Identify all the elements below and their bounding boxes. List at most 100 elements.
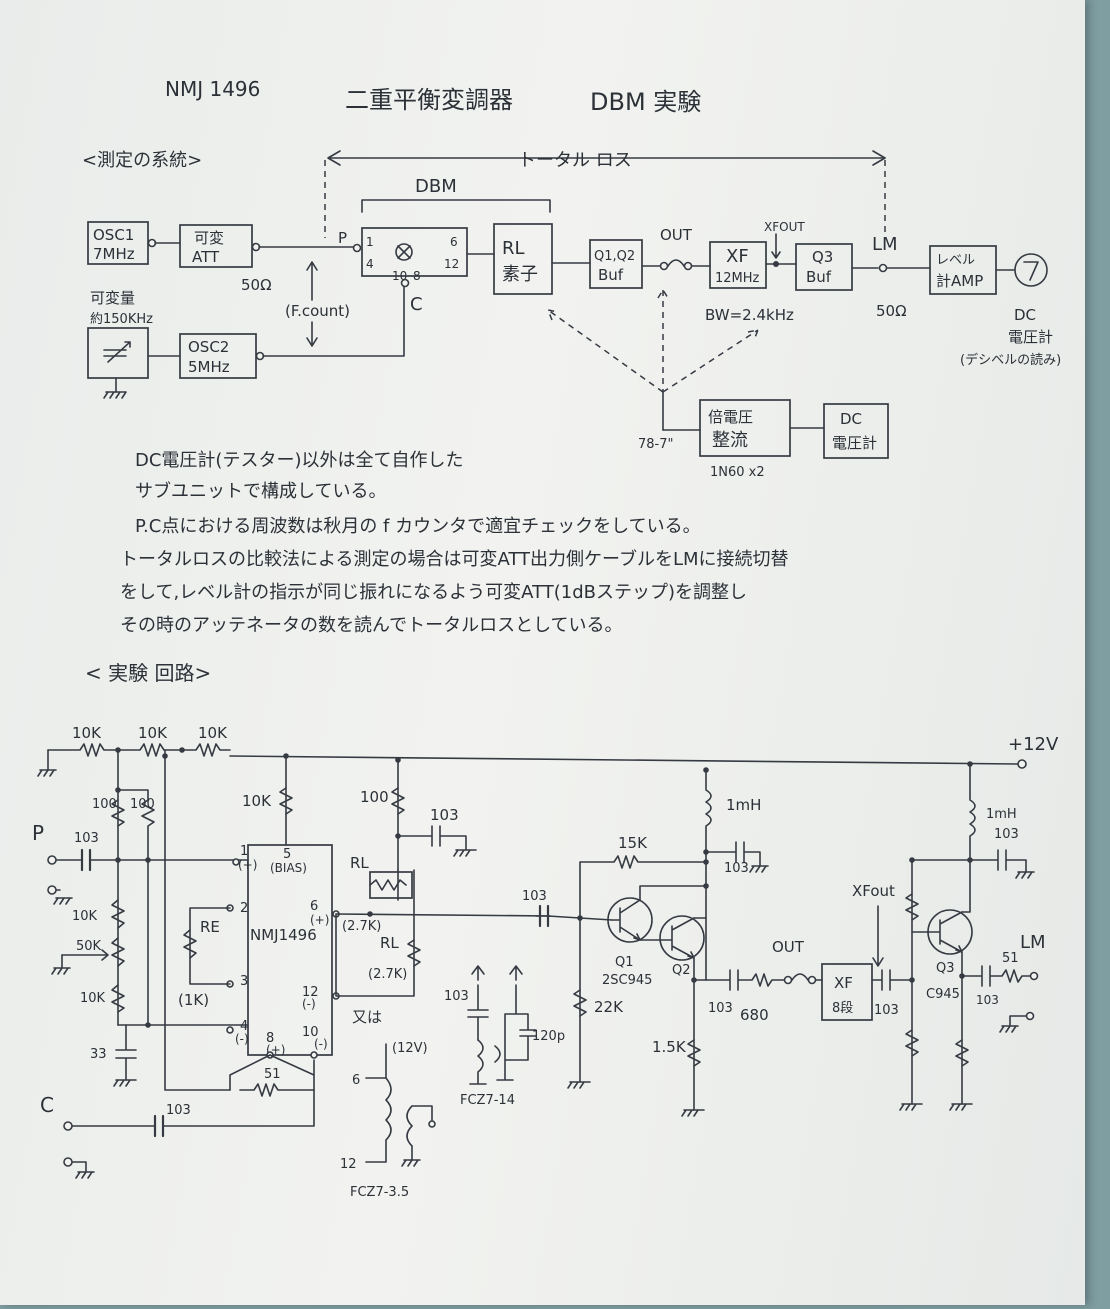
dbm-label: DBM: [415, 176, 457, 197]
svg-text:Q2: Q2: [672, 963, 691, 978]
note-line-3: P.C点における周波数は秋月の f カウンタで適宜チェックをしている。: [135, 516, 701, 537]
arrow-left-icon: [327, 150, 341, 166]
svg-text:計AMP: 計AMP: [936, 272, 983, 290]
resistor-100-rl: [391, 787, 405, 815]
title-right: DBM 実験: [590, 88, 701, 116]
svg-text:(デシベルの読み): (デシベルの読み): [960, 352, 1061, 368]
capacitor-resistor-lm: [961, 965, 1031, 987]
svg-text:RL: RL: [502, 238, 525, 259]
att-label-2: ATT: [192, 248, 220, 266]
title-jp: 二重平衡変調器: [345, 86, 513, 114]
svg-text:整流: 整流: [712, 430, 748, 451]
svg-text:(2.7K): (2.7K): [368, 967, 407, 982]
resistor-22k: [573, 989, 587, 1017]
ic-label: NMJ1496: [250, 926, 317, 944]
title-left: NMJ 1496: [165, 77, 260, 101]
svg-text:1mH: 1mH: [726, 796, 761, 814]
resistor-rl-a: [369, 879, 407, 891]
svg-text:(+): (+): [238, 858, 257, 872]
section-system: <測定の系統>: [82, 150, 202, 171]
svg-text:50K: 50K: [76, 939, 102, 954]
capacitor-103-rl: [397, 825, 467, 851]
svg-text:8段: 8段: [832, 1001, 853, 1016]
svg-text:(-): (-): [235, 1032, 249, 1046]
bandwidth-label: BW=2.4kHz: [705, 306, 794, 324]
svg-text:103: 103: [994, 827, 1019, 842]
probe-line-q3: [662, 328, 760, 393]
q3-buf-box: [795, 243, 853, 291]
svg-text:(12V): (12V): [392, 1041, 428, 1056]
svg-text:5: 5: [283, 847, 291, 862]
svg-text:4: 4: [366, 257, 374, 271]
svg-text:10K: 10K: [72, 724, 102, 742]
var-cap-box: [87, 327, 149, 379]
lm-label-circuit: LM: [1020, 932, 1046, 953]
svg-text:6: 6: [310, 899, 318, 914]
svg-text:103: 103: [74, 831, 99, 846]
meter-icon: [1014, 253, 1048, 287]
capacitor-103-xf: [871, 969, 913, 991]
resistor-rl-b: [407, 939, 421, 967]
osc1-freq: 7MHz: [93, 245, 135, 263]
fcount-label: (F.count): [285, 302, 350, 320]
svg-text:Q1: Q1: [615, 955, 634, 970]
resistor-10k-c: [181, 743, 231, 757]
svg-text:電圧計: 電圧計: [1008, 328, 1053, 346]
svg-text:51: 51: [1002, 951, 1019, 966]
mixer-icon: [395, 243, 413, 261]
svg-text:100: 100: [360, 788, 389, 806]
note-line-1: DC電圧計(テスター)以外は全て自作した: [135, 450, 463, 471]
svg-text:6: 6: [352, 1073, 360, 1088]
note-line-5: をして,レベル計の指示が同じ振れになるよう可変ATT(1dBステップ)を調整し: [120, 582, 747, 603]
dbm-bracket: [361, 199, 551, 213]
q1q2-buf-box: [589, 239, 643, 289]
svg-text:Q3: Q3: [812, 248, 833, 266]
capacitor-103-dec1: [705, 841, 769, 873]
svg-text:680: 680: [740, 1006, 769, 1024]
resistor-10k-p: [111, 899, 125, 929]
probe-line-rl: [546, 308, 664, 393]
svg-text:33: 33: [90, 1047, 107, 1062]
paper-sheet: NMJ 1496 二重平衡変調器 DBM 実験 <測定の系統> トータル ロス …: [0, 0, 1085, 1305]
svg-text:(-): (-): [302, 997, 316, 1011]
osc1-label: OSC1: [93, 226, 134, 244]
svg-text:12: 12: [444, 257, 459, 271]
up-arrow-icon: [306, 261, 318, 301]
att-label-1: 可変: [194, 229, 224, 247]
coil-tank: [469, 1039, 487, 1085]
pin-c: C: [410, 294, 423, 315]
resistor-15k: [579, 855, 707, 919]
svg-text:22K: 22K: [594, 998, 624, 1016]
resistor-q3-bias: [905, 893, 919, 921]
label-c: C: [40, 1093, 54, 1117]
svg-text:120p: 120p: [532, 1029, 565, 1044]
dc-meter-box: [823, 403, 889, 459]
note-line-2: サブユニットで構成している。: [135, 480, 386, 502]
ground-icon: [37, 769, 57, 777]
svg-text:(-): (-): [314, 1037, 328, 1051]
svg-text:12MHz: 12MHz: [715, 271, 760, 286]
svg-text:RL: RL: [350, 854, 369, 872]
svg-text:DC: DC: [840, 410, 862, 428]
label-p: P: [32, 821, 44, 845]
fcz-b-label: FCZ7-14: [460, 1093, 515, 1108]
handwritten-diagram: NMJ 1496 二重平衡変調器 DBM 実験 <測定の系統> トータル ロス …: [32, 77, 1061, 1200]
pin-p: P: [338, 229, 347, 247]
probe-line-xf: [657, 288, 669, 392]
svg-text:8: 8: [413, 269, 421, 283]
var-label-2: 約150KHz: [90, 312, 153, 327]
svg-text:Buf: Buf: [806, 268, 832, 286]
resistor-1k5: [687, 1039, 701, 1067]
choke-1mh-b: [961, 763, 976, 913]
svg-text:1: 1: [240, 844, 248, 859]
svg-text:(1K): (1K): [178, 991, 209, 1009]
svg-text:RE: RE: [200, 918, 220, 936]
svg-text:6: 6: [450, 235, 458, 249]
imp-50-left: 50Ω: [241, 276, 272, 294]
svg-text:10K: 10K: [80, 991, 106, 1006]
svg-text:103: 103: [976, 993, 999, 1007]
svg-text:Buf: Buf: [598, 266, 624, 284]
svg-text:103: 103: [724, 861, 749, 876]
capacitor-103-tank: [467, 984, 489, 1041]
svg-text:1: 1: [366, 235, 374, 249]
